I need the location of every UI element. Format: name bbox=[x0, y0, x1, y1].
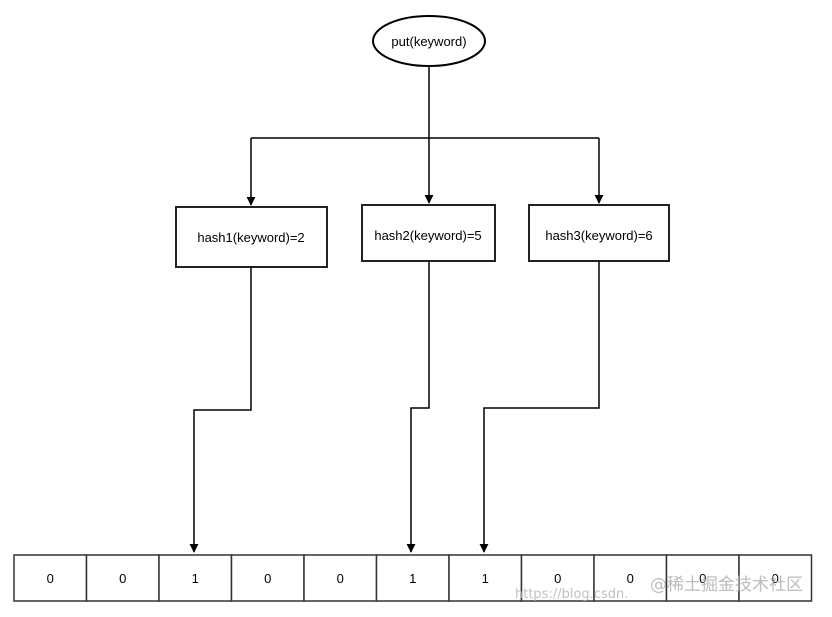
bit-cell-value: 1 bbox=[409, 571, 416, 586]
bit-cell-8: 0 bbox=[593, 554, 668, 602]
bit-cell-value: 0 bbox=[47, 571, 54, 586]
root-label: put(keyword) bbox=[391, 34, 466, 49]
hash-node-3-box bbox=[528, 204, 670, 262]
bit-cell-1: 0 bbox=[85, 554, 160, 602]
bit-cell-10: 0 bbox=[738, 554, 813, 602]
hash-node-3: hash3(keyword)=6 bbox=[528, 204, 670, 262]
bit-array: 0 0 1 0 0 1 1 0 0 0 0 bbox=[13, 554, 813, 602]
root-node: put(keyword) bbox=[372, 15, 486, 67]
watermark: https://blog.csdn. @稀土掘金技术社区 bbox=[515, 575, 803, 602]
bit-cell-value: 0 bbox=[119, 571, 126, 586]
hash-node-1: hash1(keyword)=2 bbox=[175, 206, 328, 268]
bit-cell-value: 0 bbox=[554, 571, 561, 586]
bit-cell-9: 0 bbox=[665, 554, 740, 602]
bit-cell-4: 0 bbox=[303, 554, 378, 602]
bit-cell-value: 0 bbox=[772, 571, 779, 586]
arrow-hash3-to-cell bbox=[479, 261, 600, 553]
bit-cell-box bbox=[230, 554, 305, 602]
bit-cell-value: 0 bbox=[264, 571, 271, 586]
hash-node-3-label: hash3(keyword)=6 bbox=[545, 228, 652, 243]
bit-cell-value: 1 bbox=[192, 571, 199, 586]
bit-cell-box bbox=[303, 554, 378, 602]
hash-node-2: hash2(keyword)=5 bbox=[361, 204, 496, 262]
bit-cell-box bbox=[593, 554, 668, 602]
bit-cell-box bbox=[85, 554, 160, 602]
hash-node-1-box bbox=[175, 206, 328, 268]
bit-cell-5: 1 bbox=[375, 554, 450, 602]
bit-cell-box bbox=[448, 554, 523, 602]
root-to-hash-connectors bbox=[246, 66, 604, 206]
bit-cell-3: 0 bbox=[230, 554, 305, 602]
bit-cell-2: 1 bbox=[158, 554, 233, 602]
arrow-hash2-to-cell bbox=[406, 261, 430, 553]
root-ellipse bbox=[372, 15, 486, 67]
hash-node-1-label: hash1(keyword)=2 bbox=[197, 230, 304, 245]
bit-cell-6: 1 bbox=[448, 554, 523, 602]
bit-cell-box bbox=[375, 554, 450, 602]
bit-cell-box bbox=[738, 554, 813, 602]
bit-cell-value: 0 bbox=[699, 571, 706, 586]
bit-cell-value: 1 bbox=[482, 571, 489, 586]
bit-cell-box bbox=[158, 554, 233, 602]
watermark-url-text: https://blog.csdn. bbox=[515, 587, 628, 602]
arrow-hash1-to-cell bbox=[189, 267, 252, 553]
bit-cell-7: 0 bbox=[520, 554, 595, 602]
bit-cell-0: 0 bbox=[13, 554, 88, 602]
hash-node-2-label: hash2(keyword)=5 bbox=[374, 228, 481, 243]
bit-cell-value: 0 bbox=[627, 571, 634, 586]
watermark-site-text: @稀土掘金技术社区 bbox=[650, 575, 803, 595]
hash-to-array-connectors bbox=[189, 261, 600, 553]
bit-cell-value: 0 bbox=[337, 571, 344, 586]
bit-cell-box bbox=[665, 554, 740, 602]
bit-cell-box bbox=[520, 554, 595, 602]
